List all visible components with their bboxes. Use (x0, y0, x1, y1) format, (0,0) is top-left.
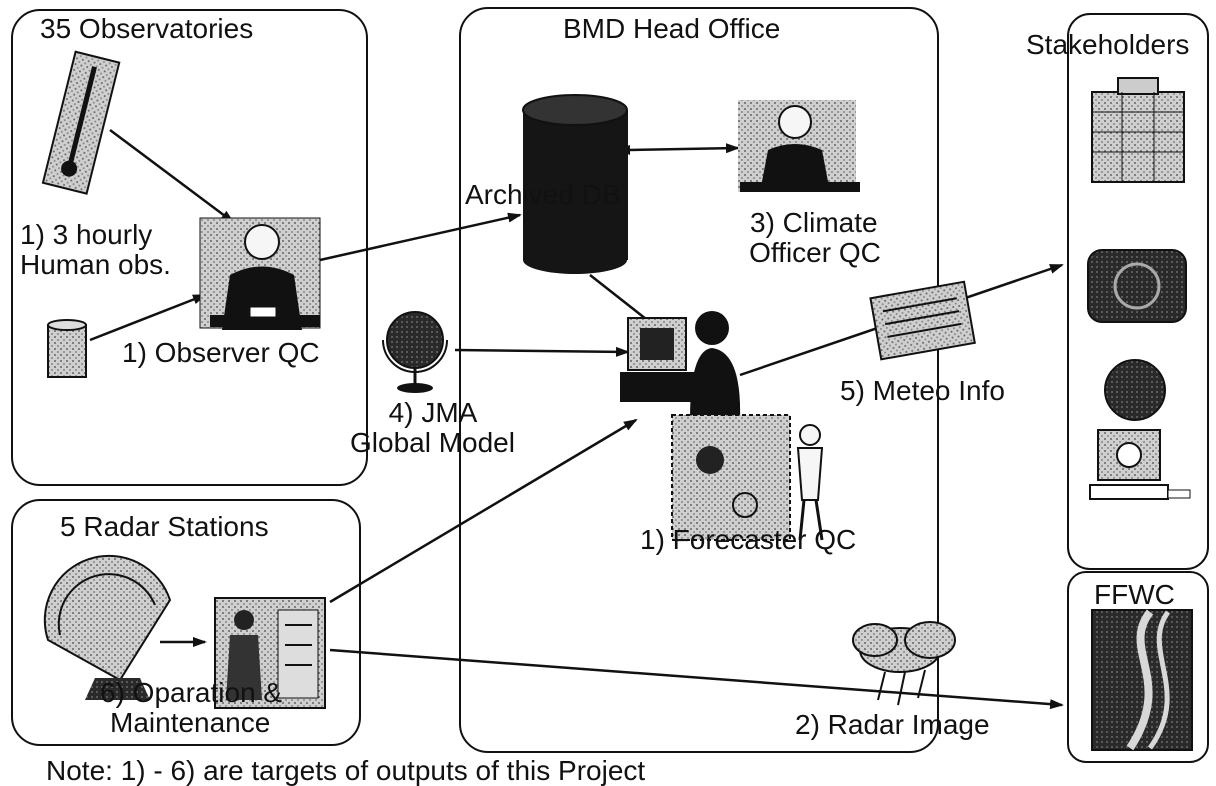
arrow-radar-to-ffwc (329, 648, 1064, 710)
ffwc-title: FFWC (1094, 579, 1175, 610)
climate-officer-icon (738, 100, 860, 192)
climate-label-line2: Officer QC (749, 237, 881, 268)
arrow-thermometer-to-observer (109, 128, 235, 224)
arrow-globe-to-forecaster (454, 346, 630, 357)
rain-gauge-icon (47, 319, 87, 378)
observer-person-icon (199, 217, 321, 330)
forecaster-qc-label: 1) Forecaster QC (640, 524, 857, 555)
operation-label-line1: 6) Oparation & (100, 677, 283, 708)
river-map-icon (1091, 609, 1193, 751)
radar-dish-icon (43, 554, 172, 700)
jma-label-line1: 4) JMA (388, 397, 478, 428)
newspaper-icon (869, 280, 976, 361)
panel-stakeholders (1067, 13, 1209, 570)
arrow-gauge-to-observer (89, 293, 207, 342)
human-obs-label-line1: 1) 3 hourly (20, 219, 153, 250)
radar-operator-icon (214, 597, 326, 709)
globe-icon (382, 311, 448, 393)
radar-image-label: 2) Radar Image (795, 709, 990, 740)
database-cylinder-icon (522, 94, 628, 274)
climate-label-line1: 3) Climate (750, 207, 878, 238)
panel-head-office (459, 7, 939, 753)
meteo-info-label: 5) Meteo Info (840, 375, 1005, 406)
radio-icon (1087, 249, 1187, 323)
storm-cloud-icon (852, 621, 956, 706)
arrow-observer-to-db (319, 212, 522, 262)
forecaster-computer-icon (620, 311, 741, 420)
stakeholders-title: Stakeholders (1026, 29, 1190, 60)
archived-db-label: Archived DB (465, 179, 621, 210)
computer-icon (1089, 429, 1191, 500)
observatories-title: 35 Observatories (40, 13, 254, 44)
panel-observatories (11, 9, 368, 486)
arrow-db-climate (616, 143, 740, 155)
jma-label-line2: Global Model (350, 427, 515, 458)
head-office-title: BMD Head Office (563, 13, 781, 44)
operation-label-line2: Maintenance (110, 707, 271, 738)
note-text: Note: 1) - 6) are targets of outputs of … (46, 755, 646, 786)
observer-qc-label: 1) Observer QC (122, 337, 320, 368)
arrow-radar-to-forecaster (329, 418, 638, 604)
tv-icon (1104, 359, 1166, 421)
thermometer-icon (41, 50, 121, 195)
office-building-icon (1091, 77, 1185, 183)
radar-stations-title: 5 Radar Stations (60, 511, 269, 542)
weather-map-icon (671, 414, 824, 541)
panel-radar-stations (11, 499, 361, 746)
panel-ffwc (1067, 571, 1209, 763)
human-obs-label-line2: Human obs. (20, 249, 171, 280)
